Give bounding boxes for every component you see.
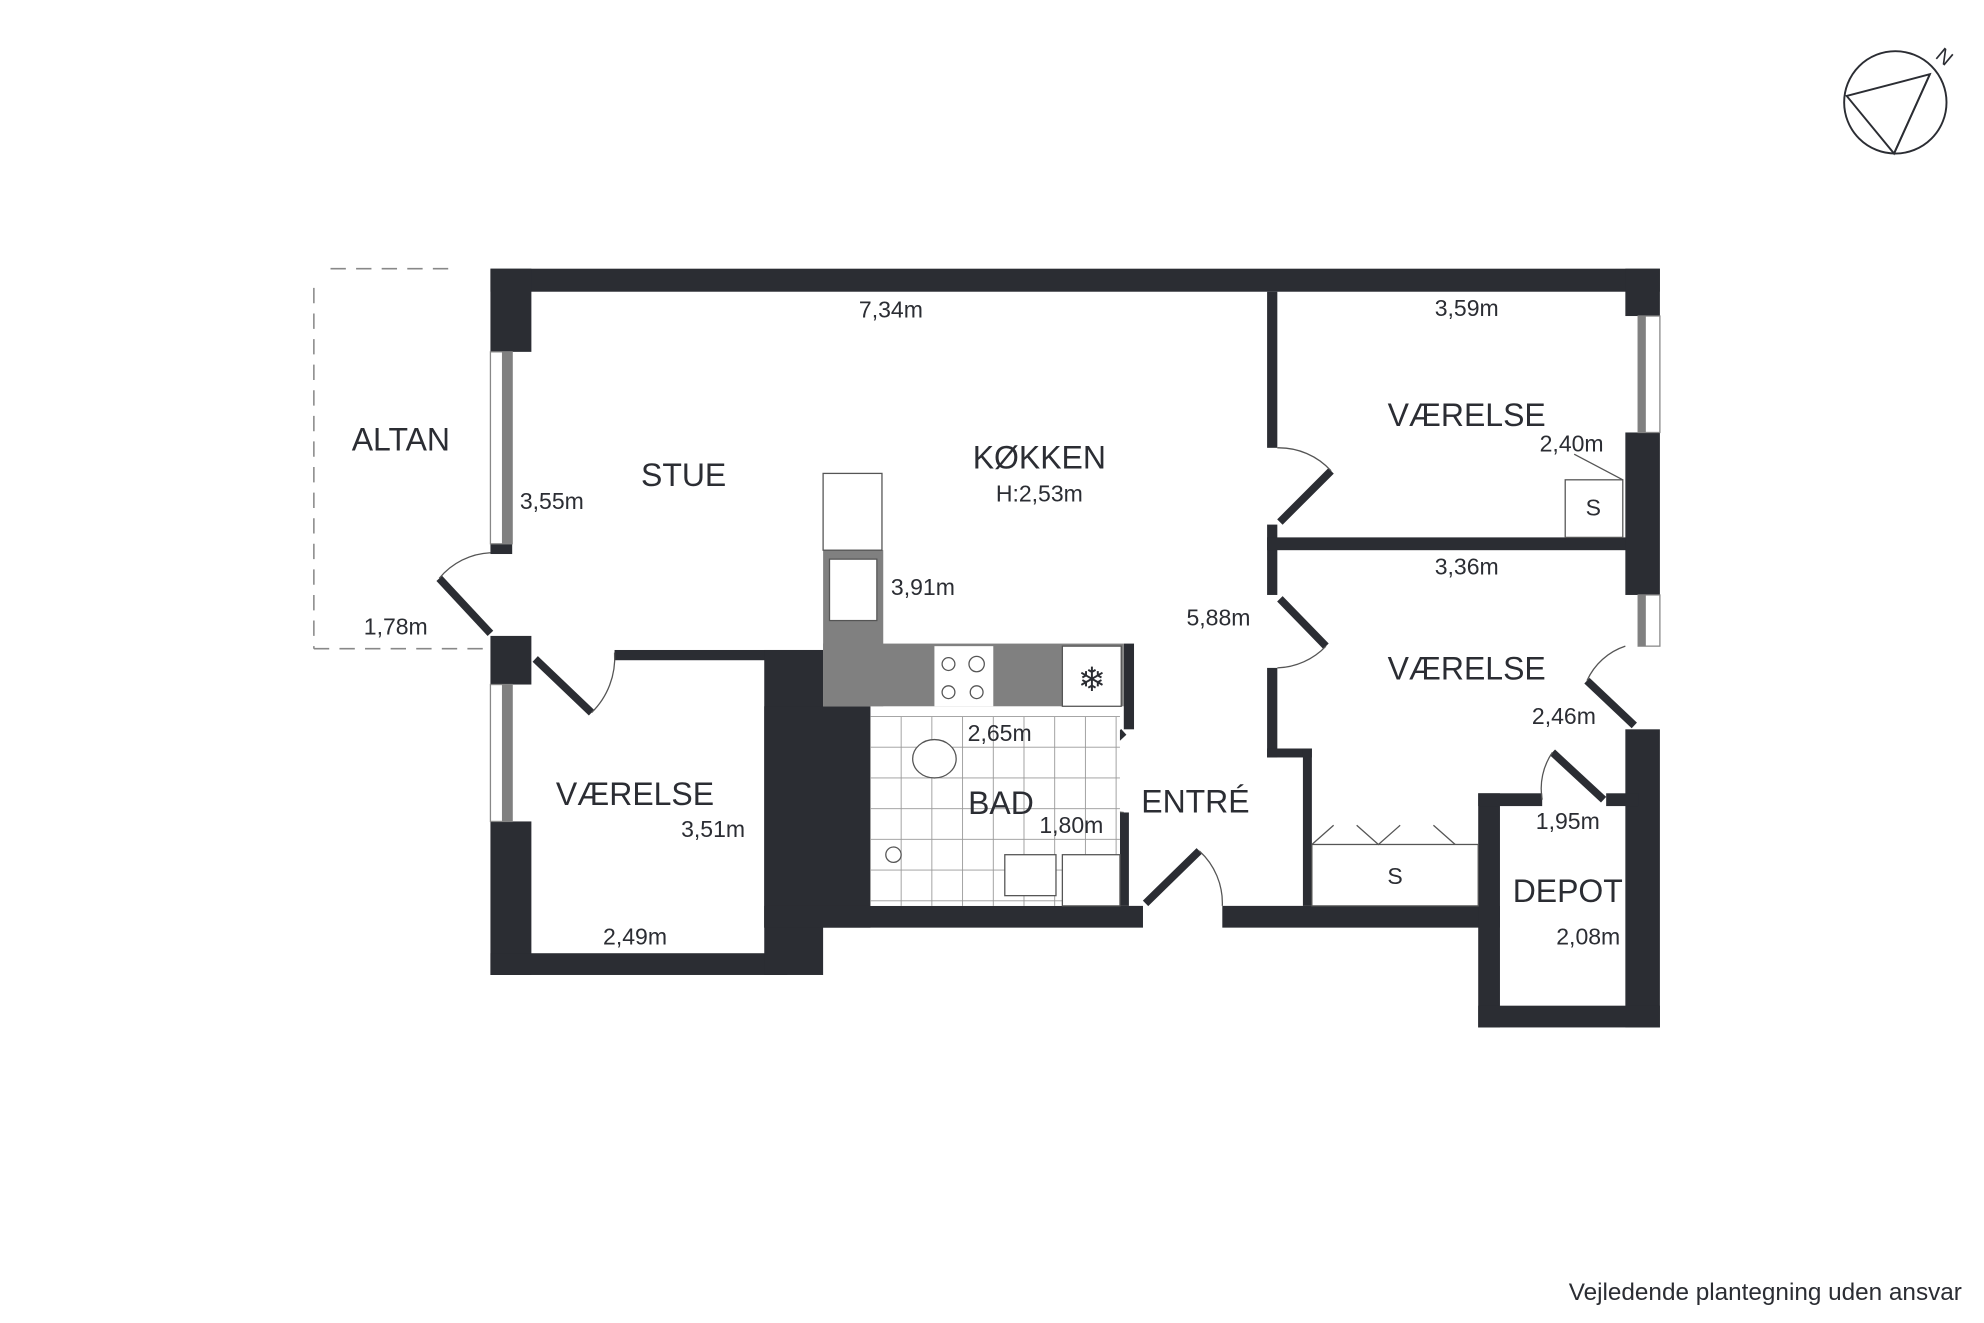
walls <box>490 268 1660 1028</box>
windows <box>489 315 1661 823</box>
storage-cabinets <box>1311 453 1624 907</box>
room-label-vaerelse-top: VÆRELSE <box>1388 397 1546 433</box>
dim-depot-width: 1,95m <box>1536 808 1600 834</box>
compass-icon: N <box>1843 43 1957 156</box>
dim-vaerelse-mid-depth: 2,46m <box>1532 703 1596 729</box>
toilet-icon <box>912 738 957 779</box>
dim-stue-depth: 3,55m <box>520 488 584 514</box>
bathroom-tiles <box>869 716 1121 907</box>
dim-vaerelse-mid-width: 3,36m <box>1435 553 1499 579</box>
washbasin-icon <box>1004 854 1057 897</box>
dim-vaerelse-left-width: 2,49m <box>603 923 667 949</box>
dim-altan: 1,78m <box>364 614 428 640</box>
room-label-bad: BAD <box>968 785 1034 821</box>
stove-icon <box>934 646 994 707</box>
room-label-vaerelse-left: VÆRELSE <box>556 776 714 812</box>
washing-machine-icon <box>1061 854 1121 907</box>
room-label-entre: ENTRÉ <box>1141 783 1249 819</box>
compass-north-label: N <box>1931 43 1957 70</box>
kitchen-counter: ❄ <box>822 472 1124 707</box>
storage-label: S <box>1586 495 1601 521</box>
room-label-altan: ALTAN <box>352 421 450 457</box>
svg-text:❄: ❄ <box>1078 662 1106 699</box>
dim-hall: 5,88m <box>1186 605 1250 631</box>
kitchen-height: H:2,53m <box>996 481 1083 507</box>
dim-vaerelse-top-depth: 2,40m <box>1540 431 1604 457</box>
room-label-depot: DEPOT <box>1513 873 1623 909</box>
dim-vaerelse-top-width: 3,59m <box>1435 295 1499 321</box>
dim-vaerelse-left-depth: 3,51m <box>681 816 745 842</box>
dishwasher-icon <box>822 472 883 551</box>
dim-stue-width: 7,34m <box>859 296 923 322</box>
dim-depot-depth: 2,08m <box>1556 923 1620 949</box>
room-label-stue: STUE <box>641 457 726 493</box>
sink-icon <box>828 558 878 622</box>
room-label-vaerelse-mid: VÆRELSE <box>1388 650 1546 686</box>
balcony-outline <box>313 267 491 650</box>
room-label-kokken: KØKKEN <box>973 439 1106 475</box>
dim-bad-depth: 1,80m <box>1039 812 1103 838</box>
dim-kitchen: 3,91m <box>891 574 955 600</box>
dim-bad-width: 2,65m <box>968 720 1032 746</box>
shower-icon <box>885 846 902 864</box>
disclaimer: Vejledende plantegning uden ansvar <box>1569 1279 1962 1306</box>
fridge-icon <box>1061 645 1122 707</box>
storage-label: S <box>1387 863 1402 889</box>
